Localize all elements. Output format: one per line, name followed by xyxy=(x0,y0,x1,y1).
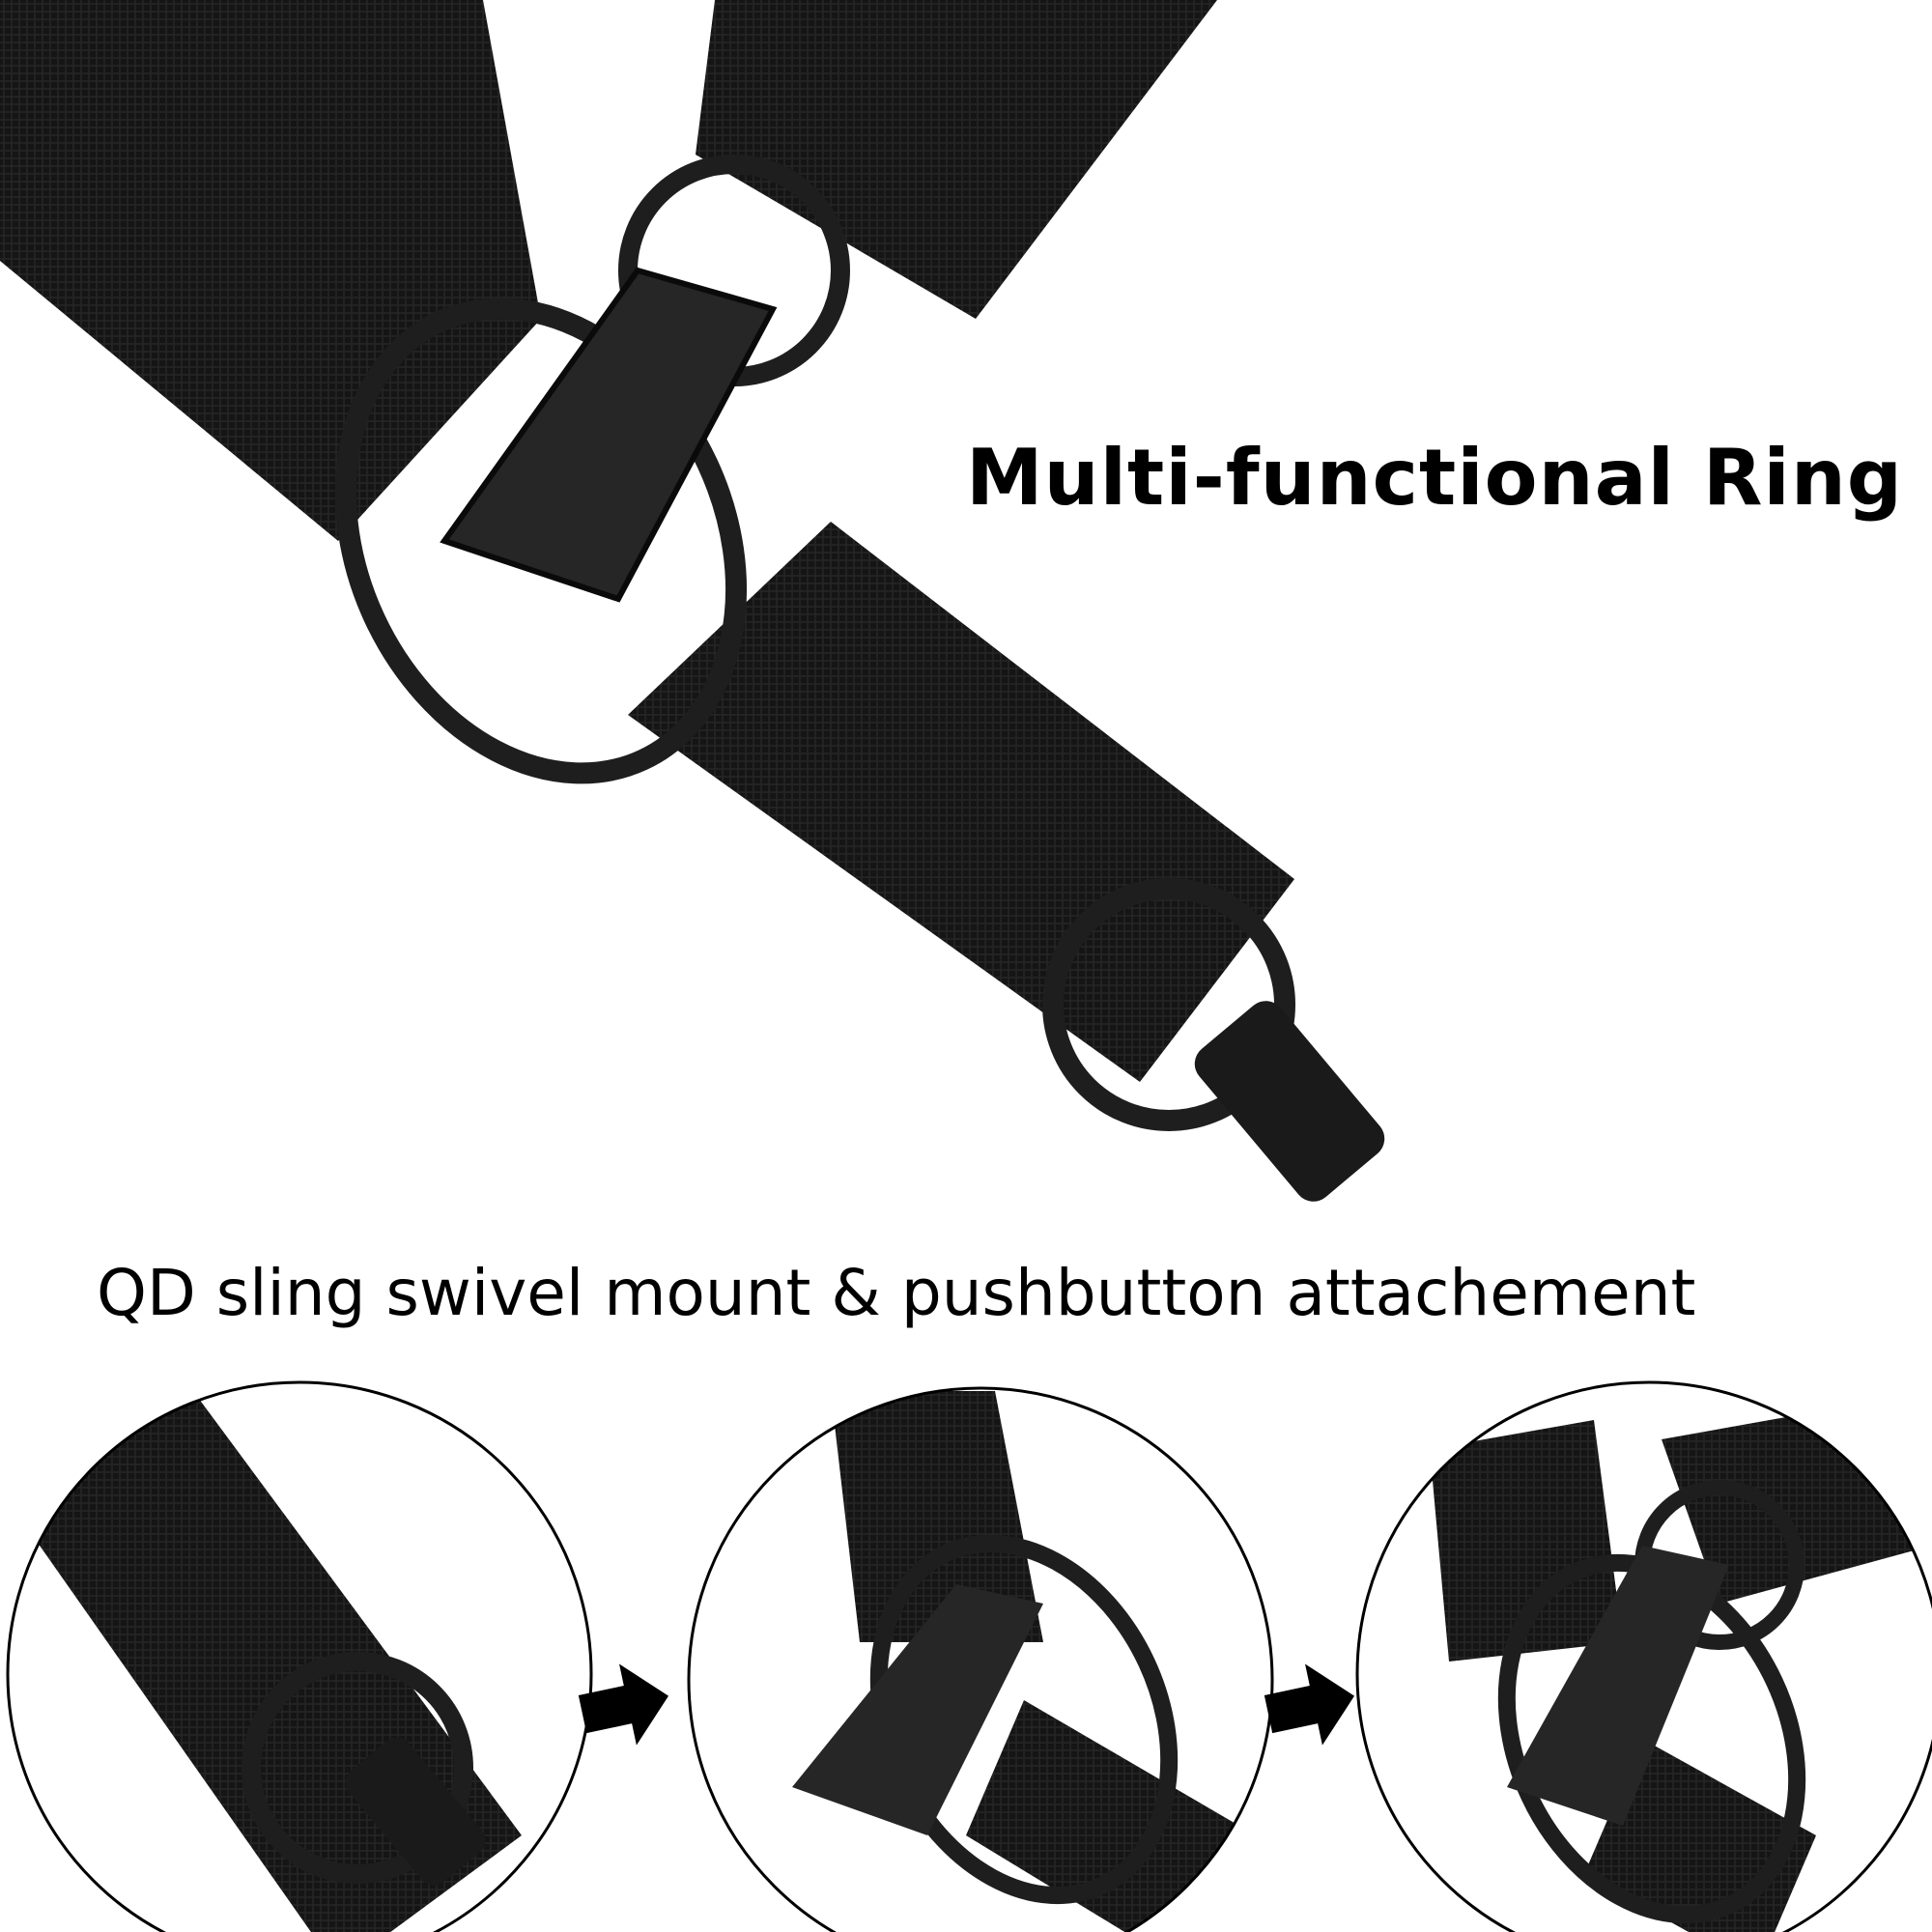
step-1 xyxy=(19,1391,522,1932)
arrow-right-icon xyxy=(578,1663,669,1746)
qd-swivel xyxy=(1194,1001,1385,1202)
right-strap xyxy=(696,0,1217,319)
step-3-frame xyxy=(1355,1380,1932,1932)
d-ring xyxy=(334,298,748,784)
left-strap xyxy=(0,0,541,541)
step-2-frame xyxy=(687,1386,1274,1932)
lower-strap xyxy=(628,522,1294,1082)
step-3 xyxy=(1430,1391,1932,1932)
arrow-right-icon xyxy=(1264,1663,1355,1746)
swivel-ring xyxy=(1042,878,1295,1131)
headline: Multi-functional Ring xyxy=(966,433,1904,523)
main-sling-photo xyxy=(0,0,1385,1202)
caption: QD sling swivel mount & pushbutton attac… xyxy=(97,1256,1696,1330)
hook-body xyxy=(440,267,778,603)
step-1-frame xyxy=(6,1380,593,1932)
